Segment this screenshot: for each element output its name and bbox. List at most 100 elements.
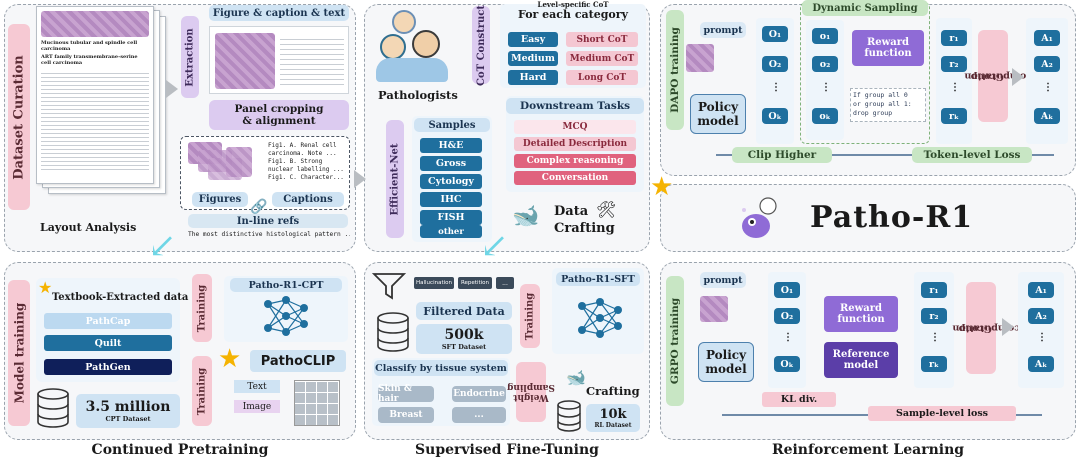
grpo-policy-model: Policy model <box>698 342 754 382</box>
dapo-output-b-2: o₂ <box>812 56 838 72</box>
weight-sampling-text: Weight Sampling <box>507 382 555 402</box>
brand-title: Patho-R1 <box>810 200 974 235</box>
alignment-text: & alignment <box>242 115 316 127</box>
document-title-2: ART family transmembrane-serine cell car… <box>41 54 138 66</box>
cpt-database-icon <box>36 388 70 428</box>
cpt-size-box: 3.5 million CPT Dataset <box>76 394 180 428</box>
data-label: Data <box>554 204 589 219</box>
panel-cropping-label: Panel cropping & alignment <box>209 100 349 130</box>
efficient-net-label: Efficient-Net <box>386 120 404 238</box>
sample-ihc: IHC <box>420 192 482 207</box>
extraction-label: Extraction <box>181 16 199 98</box>
dapo-output-a-2: O₂ <box>762 56 788 72</box>
cpt-model-label: Patho-R1-CPT <box>230 278 342 292</box>
task-detailed-description: Detailed Description <box>514 137 636 151</box>
sft-whale-icon: 🐋 <box>566 368 586 387</box>
task-conversation: Conversation <box>514 171 636 185</box>
rl-size-box: 10k RL Dataset <box>586 404 640 432</box>
clip-similarity-grid <box>294 380 340 426</box>
rl-size-label: RL Dataset <box>594 422 632 429</box>
textbook-extracted-label: Textbook-Extracted data <box>52 292 189 303</box>
figure-tile-4 <box>226 147 252 177</box>
reinforcement-learning-title: Reinforcement Learning <box>771 442 965 458</box>
document-title-1: Mucinous tubular and spindle cell carcin… <box>41 40 138 52</box>
grpo-output-ellipsis: ⋮ <box>783 332 793 343</box>
dapo-prompt: prompt <box>700 22 746 38</box>
rule-line-1: If group all 0 <box>853 91 908 99</box>
grpo-policy-text: Policy <box>705 348 747 362</box>
figure-caption-text-label: Figure & caption & text <box>209 5 349 21</box>
grpo-reward-ellipsis: ⋮ <box>930 332 940 343</box>
cpt-training-text-2: Training <box>196 367 208 415</box>
grpo-advantage-1: A₁ <box>1028 282 1054 298</box>
rl-size-value: 10k <box>599 407 627 422</box>
cpt-training-label-1: Training <box>192 274 212 342</box>
star-icon: ★ <box>650 172 674 202</box>
grpo-reward-1: r₁ <box>921 282 947 298</box>
grpo-reference-text: Reference <box>832 349 890 360</box>
extracted-text-lines <box>280 35 344 87</box>
cpt-training-text-1: Training <box>196 284 208 332</box>
pathologist-bodies <box>376 58 448 82</box>
pathologist-icon-3 <box>412 30 440 58</box>
crafting-label: Crafting <box>554 221 615 236</box>
level-hard: Hard <box>508 70 558 85</box>
dapo-advantage-2: A₂ <box>1034 56 1060 72</box>
dapo-reward-ellipsis: ⋮ <box>950 82 960 93</box>
dynamic-sampling-label: Dynamic Sampling <box>802 0 928 16</box>
clip-image-label: Image <box>234 400 280 413</box>
grpo-training-text: GRPO training <box>669 297 682 385</box>
dapo-reward-text: Reward <box>866 37 910 48</box>
link-icon: 🔗 <box>250 199 268 215</box>
level-easy: Easy <box>508 32 558 47</box>
dapo-output-a-ellipsis: ⋮ <box>771 82 781 93</box>
dapo-advantage-ellipsis: ⋮ <box>1043 82 1053 93</box>
dapo-group-computation: Group computation <box>965 30 1032 122</box>
sample-other: other <box>420 225 482 238</box>
arrow-to-cot <box>354 170 366 188</box>
level-specific-label: Level-specific CoT <box>537 0 609 9</box>
grpo-output-2: O₂ <box>774 308 800 324</box>
cpt-neural-net-icon <box>262 294 310 338</box>
sft-tag-repetition: Repetition <box>458 277 492 289</box>
dynamic-sampling-rule: If group all 0 or group all 1: drop grou… <box>850 88 926 122</box>
dapo-policy-text: Policy <box>697 100 739 114</box>
clip-text-label: Text <box>234 380 280 393</box>
extraction-text: Extraction <box>184 27 196 87</box>
for-each-category-label: For each category <box>518 8 628 21</box>
sft-crafting-label: Crafting <box>586 384 640 398</box>
rule-line-3: drop group <box>853 109 893 117</box>
dapo-output-a-1: O₁ <box>762 26 788 42</box>
filtered-data-label: Filtered Data <box>416 302 512 320</box>
dapo-reward-k: rₖ <box>941 108 967 124</box>
grpo-ref-model-text: model <box>843 360 879 371</box>
sft-model-label: Patho-R1-SFT <box>556 272 640 286</box>
document-image <box>41 11 149 37</box>
dapo-reward-function: Reward function <box>852 30 924 66</box>
sft-size-label: SFT Dataset <box>441 343 487 351</box>
arrow-curation-to-sft: ↙ <box>480 226 509 266</box>
grpo-model-text: model <box>705 362 747 376</box>
classify-label: Classify by tissue system <box>374 360 508 376</box>
caption-line-5: Fig1. C. Character... <box>268 174 344 181</box>
grpo-reward-text: Reward <box>839 303 883 314</box>
patho-mascot-icon <box>738 196 778 240</box>
grpo-arrow-to-advantages <box>1002 318 1014 336</box>
grpo-output-k: Oₖ <box>774 356 800 372</box>
sample-gross: Gross <box>420 156 482 171</box>
sample-fish: FISH <box>420 210 482 225</box>
grpo-output-1: O₁ <box>774 282 800 298</box>
captions-label: Captions <box>272 192 344 207</box>
extracted-figure-image <box>215 33 275 89</box>
pathologist-icon-1 <box>392 10 416 34</box>
grpo-advantage-k: Aₖ <box>1028 356 1054 372</box>
dapo-reward-1: r₁ <box>941 30 967 46</box>
dapo-output-a-k: Oₖ <box>762 108 788 124</box>
dapo-training-label: DAPO training <box>666 10 684 130</box>
document-lines <box>41 70 149 170</box>
extracted-figure-panel <box>209 26 349 94</box>
inline-refs-label: In-line refs <box>188 214 348 228</box>
grpo-reward-function: Reward function <box>824 296 898 332</box>
dataset-pathgen: PathGen <box>44 359 172 375</box>
dapo-output-b-ellipsis: ⋮ <box>821 82 831 93</box>
